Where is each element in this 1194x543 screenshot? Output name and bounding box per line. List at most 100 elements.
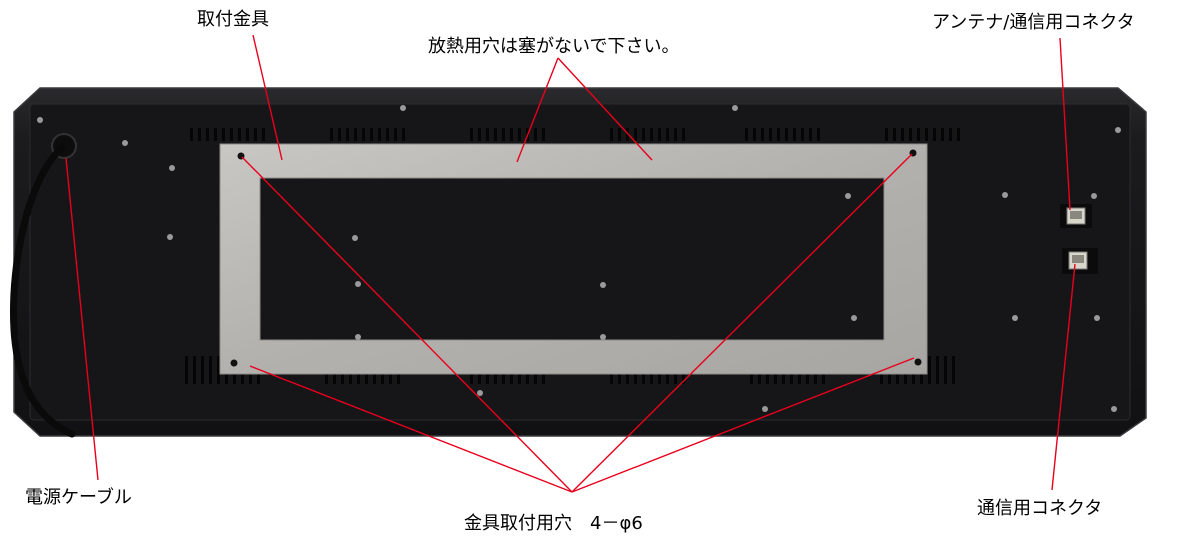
vent-slot xyxy=(801,128,804,141)
vent-slot xyxy=(354,128,357,141)
vent-slot xyxy=(944,356,947,384)
vent-slot xyxy=(785,128,788,141)
leader-hole-bl xyxy=(249,365,573,493)
leader-antenna xyxy=(1059,37,1071,211)
vent-slot xyxy=(386,128,389,141)
vent-slot xyxy=(753,128,756,141)
vent-slot xyxy=(917,128,920,141)
vent-slot xyxy=(925,128,928,141)
vent-slot xyxy=(209,356,212,384)
screw xyxy=(122,140,128,146)
vent-slot xyxy=(761,128,764,141)
vent-slot xyxy=(933,128,936,141)
leader-vent-right xyxy=(557,57,653,161)
vent-slot xyxy=(502,128,505,141)
leader-vent-left xyxy=(516,57,559,163)
vent-slot xyxy=(478,128,481,141)
screw xyxy=(600,334,606,340)
vent-slot xyxy=(901,128,904,141)
vent-slot xyxy=(494,128,497,141)
vent-slot xyxy=(230,128,233,141)
bracket-hole-bl xyxy=(230,359,238,367)
screw xyxy=(1094,315,1100,321)
label-bracket-holes: 金具取付用穴 4－φ6 xyxy=(464,513,643,534)
vent-slot xyxy=(394,128,397,141)
vent-slot xyxy=(809,128,812,141)
vent-slot xyxy=(402,128,405,141)
screw xyxy=(1091,193,1097,199)
vent-slot xyxy=(198,128,201,141)
vent-slot xyxy=(618,128,621,141)
vent-slot xyxy=(634,128,637,141)
vent-slot xyxy=(626,128,629,141)
vent-slot xyxy=(957,128,960,141)
vent-slot xyxy=(885,128,888,141)
vent-slot xyxy=(214,128,217,141)
screw xyxy=(1012,315,1018,321)
screw xyxy=(477,390,483,396)
vent-slot xyxy=(682,128,685,141)
vent-slot xyxy=(777,128,780,141)
screw xyxy=(355,334,361,340)
mounting-bracket xyxy=(219,143,928,375)
comm-connector-port xyxy=(1062,248,1098,274)
vent-slot xyxy=(338,128,341,141)
leader-comm xyxy=(1051,263,1076,491)
vent-slot xyxy=(666,128,669,141)
label-vent-holes: 放熱用穴は塞がないで下さい。 xyxy=(428,36,680,57)
leader-hole-tl xyxy=(241,156,573,493)
vent-slot xyxy=(206,128,209,141)
panel-screws xyxy=(37,105,1121,412)
antenna-connector-port xyxy=(1060,204,1092,228)
vent-slot xyxy=(936,356,939,384)
vent-slot xyxy=(254,128,257,141)
vent-slot xyxy=(246,128,249,141)
screw xyxy=(845,193,851,199)
vents-top xyxy=(190,128,960,141)
screw xyxy=(1002,192,1008,198)
leader-hole-tr xyxy=(571,153,913,493)
screw xyxy=(169,165,175,171)
screw xyxy=(37,117,43,123)
vent-slot xyxy=(193,356,196,384)
screw xyxy=(1111,406,1117,412)
screw xyxy=(400,105,406,111)
screw xyxy=(851,315,857,321)
vent-slot xyxy=(518,128,521,141)
vent-slot xyxy=(893,128,896,141)
vent-slot xyxy=(610,128,613,141)
leader-bracket xyxy=(252,34,283,161)
vent-slot xyxy=(378,128,381,141)
vent-slot xyxy=(238,128,241,141)
vent-slot xyxy=(330,128,333,141)
screw xyxy=(352,235,358,241)
leader-hole-br xyxy=(571,357,915,493)
screw xyxy=(167,234,173,240)
bracket-hole-br xyxy=(914,358,922,366)
vent-slot xyxy=(190,128,193,141)
vent-slot xyxy=(217,356,220,384)
vent-slot xyxy=(346,128,349,141)
vent-slot xyxy=(952,356,955,384)
power-cable xyxy=(10,144,76,438)
vent-slot xyxy=(658,128,661,141)
screw xyxy=(732,105,738,111)
screw xyxy=(600,282,606,288)
vent-slot xyxy=(185,356,188,384)
vent-slot xyxy=(510,128,513,141)
screw xyxy=(1115,127,1121,133)
screw xyxy=(355,281,361,287)
vent-slot xyxy=(949,128,952,141)
vent-slot xyxy=(262,128,265,141)
vent-slot xyxy=(769,128,772,141)
screw xyxy=(762,406,768,412)
leader-power xyxy=(65,157,99,481)
vent-slot xyxy=(745,128,748,141)
vent-slot xyxy=(362,128,365,141)
vent-slot xyxy=(642,128,645,141)
label-mounting-bracket: 取付金具 xyxy=(197,9,269,30)
vent-slot xyxy=(534,128,537,141)
vent-slot xyxy=(370,128,373,141)
